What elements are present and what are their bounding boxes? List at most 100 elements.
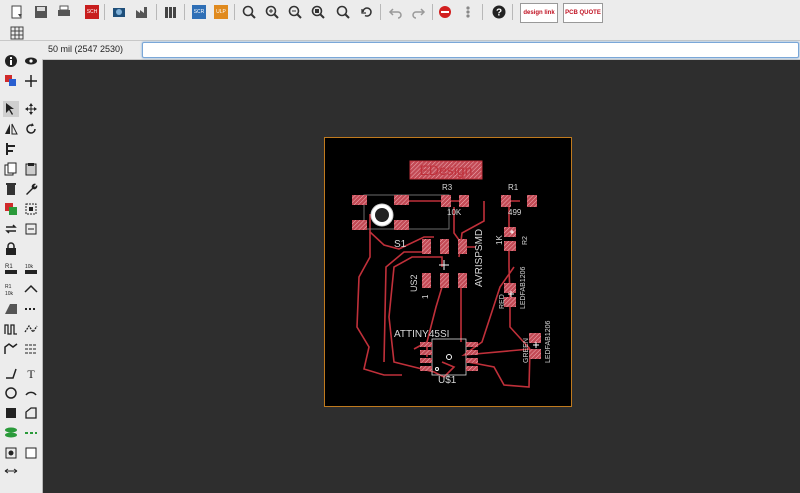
paste-icon[interactable]: [23, 161, 39, 177]
ulp-icon[interactable]: ULP: [212, 3, 230, 21]
svg-text:T: T: [27, 367, 35, 380]
polygon-icon[interactable]: [23, 405, 39, 421]
resistor-r2: 1K R2: [495, 227, 529, 251]
command-bar: 50 mil (2547 2530): [42, 41, 800, 60]
svg-text:R1: R1: [508, 183, 519, 192]
logo-text: EDesign: [420, 162, 473, 178]
ripup-icon[interactable]: [3, 341, 19, 357]
svg-text:U$1: U$1: [438, 375, 457, 386]
svg-text:10k: 10k: [25, 264, 34, 270]
circle-icon[interactable]: [3, 385, 19, 401]
factory-icon[interactable]: [133, 3, 151, 21]
mark-icon[interactable]: [23, 73, 39, 89]
signal-icon[interactable]: [23, 425, 39, 441]
select-icon[interactable]: [3, 101, 19, 117]
svg-text:R1: R1: [5, 264, 13, 270]
info-icon[interactable]: [3, 53, 19, 69]
delete-icon[interactable]: [3, 181, 19, 197]
meander-icon[interactable]: [3, 321, 19, 337]
align-icon[interactable]: [3, 141, 19, 157]
design-link-button[interactable]: design link: [520, 3, 558, 23]
stop-icon[interactable]: [436, 3, 454, 21]
layers-icon[interactable]: [3, 73, 19, 89]
slice-icon[interactable]: [23, 341, 39, 357]
mirror-icon[interactable]: [3, 121, 19, 137]
svg-text:S1: S1: [394, 239, 407, 250]
library-icon[interactable]: [162, 3, 180, 21]
optimize-icon[interactable]: [23, 301, 39, 317]
chip-us1: ATTINY45SI U$1: [394, 329, 478, 386]
zoom-out-icon[interactable]: [286, 3, 304, 21]
resistor-r3: R3 10K: [441, 183, 469, 217]
miter-icon[interactable]: [3, 301, 19, 317]
rect-icon[interactable]: [3, 405, 19, 421]
print-icon[interactable]: [55, 3, 73, 21]
svg-text:1: 1: [421, 294, 430, 299]
value-icon[interactable]: 10k: [23, 261, 39, 277]
add-icon[interactable]: [3, 201, 19, 217]
save-icon[interactable]: [32, 3, 50, 21]
svg-text:R1: R1: [5, 284, 12, 290]
grid-toolbar: [0, 24, 800, 41]
sch-icon[interactable]: SCH: [83, 3, 101, 21]
svg-text:LEDFAB1206: LEDFAB1206: [545, 320, 552, 363]
svg-text:RED: RED: [499, 294, 506, 309]
led-red: RED LEDFAB1206: [499, 266, 527, 309]
pcb-layout: EDesign S1 R3 10K R1 499 1K R2: [352, 160, 552, 388]
svg-text:LEDFAB1206: LEDFAB1206: [520, 266, 527, 309]
svg-text:US2: US2: [409, 274, 419, 292]
svg-text:GREEN: GREEN: [523, 338, 530, 363]
attribute-icon[interactable]: [23, 445, 39, 461]
coordinate-readout: 50 mil (2547 2530): [48, 44, 124, 54]
arc-icon[interactable]: [23, 385, 39, 401]
logo-block: [409, 160, 483, 180]
eye-icon[interactable]: [23, 53, 39, 69]
open-icon[interactable]: [8, 3, 26, 21]
resistor-r1: R1 499: [501, 183, 537, 217]
svg-text:ATTINY45SI: ATTINY45SI: [394, 329, 449, 340]
move-icon[interactable]: [23, 101, 39, 117]
svg-text:R3: R3: [442, 183, 453, 192]
via-icon[interactable]: [3, 425, 19, 441]
svg-text:AVRISPSMD: AVRISPSMD: [474, 229, 485, 287]
grid-icon[interactable]: [8, 24, 26, 42]
main-toolbar: SCH SCR ULP ? design link PCB QUOTE: [0, 0, 800, 25]
hole-icon[interactable]: [3, 445, 19, 461]
undo-icon[interactable]: [386, 3, 404, 21]
split-icon[interactable]: [23, 281, 39, 297]
svg-text:499: 499: [508, 208, 522, 217]
svg-text:1K: 1K: [495, 235, 504, 245]
zoom-area-icon[interactable]: [334, 3, 352, 21]
zoom-fit-icon[interactable]: [240, 3, 258, 21]
rotate-icon[interactable]: [23, 121, 39, 137]
svg-text:?: ?: [496, 8, 502, 19]
zoom-select-icon[interactable]: [309, 3, 327, 21]
name-icon[interactable]: R1: [3, 261, 19, 277]
redo-icon[interactable]: [410, 3, 428, 21]
go-icon[interactable]: [459, 3, 477, 21]
cam-icon[interactable]: [110, 3, 128, 21]
swap-icon[interactable]: [3, 221, 19, 237]
svg-text:10K: 10K: [447, 208, 462, 217]
replace-icon[interactable]: [23, 201, 39, 217]
lock-icon[interactable]: [3, 241, 19, 257]
header-us2: US2 1 AVRISPSMD: [409, 229, 485, 299]
zoom-in-icon[interactable]: [263, 3, 281, 21]
command-input[interactable]: [142, 42, 799, 58]
gate-swap-icon[interactable]: [23, 221, 39, 237]
route-icon[interactable]: [23, 321, 39, 337]
text-icon[interactable]: T: [23, 365, 39, 381]
redraw-icon[interactable]: [358, 3, 376, 21]
wire-icon[interactable]: [3, 365, 19, 381]
scr-icon[interactable]: SCR: [190, 3, 208, 21]
svg-text:R2: R2: [522, 236, 529, 245]
led-green: GREEN LEDFAB1206: [523, 320, 552, 363]
wrench-icon[interactable]: [23, 181, 39, 197]
switch-s1: S1: [352, 194, 450, 250]
dimension-icon[interactable]: [3, 463, 19, 479]
help-icon[interactable]: ?: [490, 3, 508, 21]
copy-icon[interactable]: [3, 161, 19, 177]
pcb-quote-button[interactable]: PCB QUOTE: [563, 3, 603, 23]
